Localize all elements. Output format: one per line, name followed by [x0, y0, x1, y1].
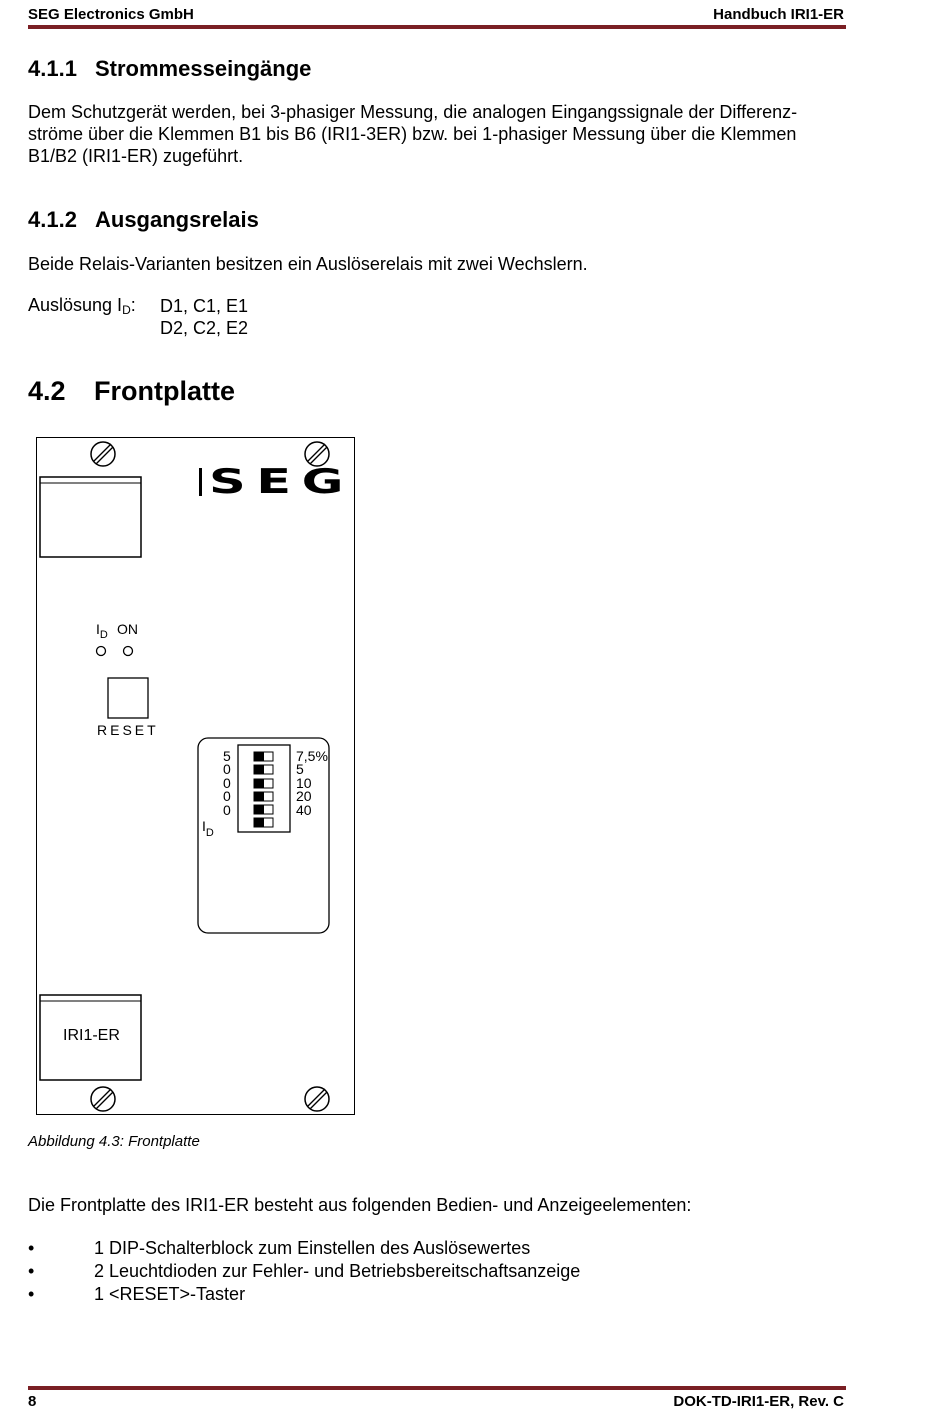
top-handle	[39, 476, 142, 558]
module-label: IRI1-ER	[63, 1027, 120, 1044]
led-on-indicator	[122, 645, 134, 657]
header-rule	[28, 25, 846, 29]
footer-page-number: 8	[28, 1393, 37, 1410]
dip-left-values: 5 0 0 0 0	[223, 748, 231, 818]
trip-label: Auslösung ID:	[28, 295, 136, 317]
footer-doc-id: DOK-TD-IRI1-ER, Rev. C	[673, 1393, 844, 1410]
reset-label: RESET	[97, 722, 159, 738]
contacts-line: D1, C1, E1	[160, 296, 249, 316]
led-label-id: ID	[96, 621, 108, 641]
heading-number: 4.1.1	[28, 56, 77, 81]
front-panel-svg	[39, 441, 330, 1112]
heading-4-1-2: 4.1.2 Ausgangsrelais	[28, 207, 259, 233]
paragraph-line: B1/B2 (IRI1-ER) zugeführt.	[28, 146, 244, 166]
header-company: SEG Electronics GmbH	[28, 6, 194, 23]
dip-right-values: 7,5% 5 10 20 40	[296, 748, 328, 818]
dip-switch-block	[237, 744, 291, 833]
bullet-icon: •	[28, 1261, 35, 1281]
bottom-module-frame	[39, 994, 142, 1081]
footer-rule	[28, 1386, 846, 1390]
paragraph-line: ströme über die Klemmen B1 bis B6 (IRI1-…	[28, 124, 797, 144]
led-id-indicator	[95, 645, 107, 657]
heading-number: 4.2	[28, 376, 66, 406]
figure-caption: Abbildung 4.3: Frontplatte	[28, 1133, 200, 1150]
paragraph-strommesseingaenge: Dem Schutzgerät werden, bei 3-phasiger M…	[28, 101, 838, 167]
screw-icon	[304, 441, 330, 467]
heading-title: Frontplatte	[94, 376, 235, 406]
led-label-on: ON	[117, 621, 138, 637]
heading-4-2: 4.2 Frontplatte	[28, 376, 235, 407]
heading-number: 4.1.2	[28, 207, 77, 232]
paragraph-line: Dem Schutzgerät werden, bei 3-phasiger M…	[28, 102, 798, 122]
bullet-icon: •	[28, 1238, 35, 1258]
dip-area-frame	[197, 737, 330, 934]
front-panel-figure: SEG ID ON RESET 5 0 0 0 0 7,5% 5 10 20 4…	[36, 437, 355, 1115]
heading-title: Ausgangsrelais	[95, 207, 259, 232]
screw-icon	[90, 441, 116, 467]
header-manual-title: Handbuch IRI1-ER	[713, 6, 844, 23]
dip-switches	[253, 751, 274, 828]
reset-button-shape	[107, 677, 149, 719]
bullet-icon: •	[28, 1284, 35, 1304]
screw-icon	[90, 1086, 116, 1112]
dip-label-id: ID	[202, 818, 214, 839]
heading-title: Strommesseingänge	[95, 56, 312, 81]
trip-contacts: D1, C1, E1 D2, C2, E2	[160, 295, 248, 339]
screw-icon	[304, 1086, 330, 1112]
contacts-line: D2, C2, E2	[160, 318, 249, 338]
seg-logo-text: SEG	[209, 462, 354, 502]
paragraph-ausgangsrelais: Beide Relais-Varianten besitzen ein Ausl…	[28, 254, 588, 274]
heading-4-1-1: 4.1.1 Strommesseingänge	[28, 56, 311, 82]
paragraph-frontplatte-intro: Die Frontplatte des IRI1-ER besteht aus …	[28, 1195, 692, 1215]
